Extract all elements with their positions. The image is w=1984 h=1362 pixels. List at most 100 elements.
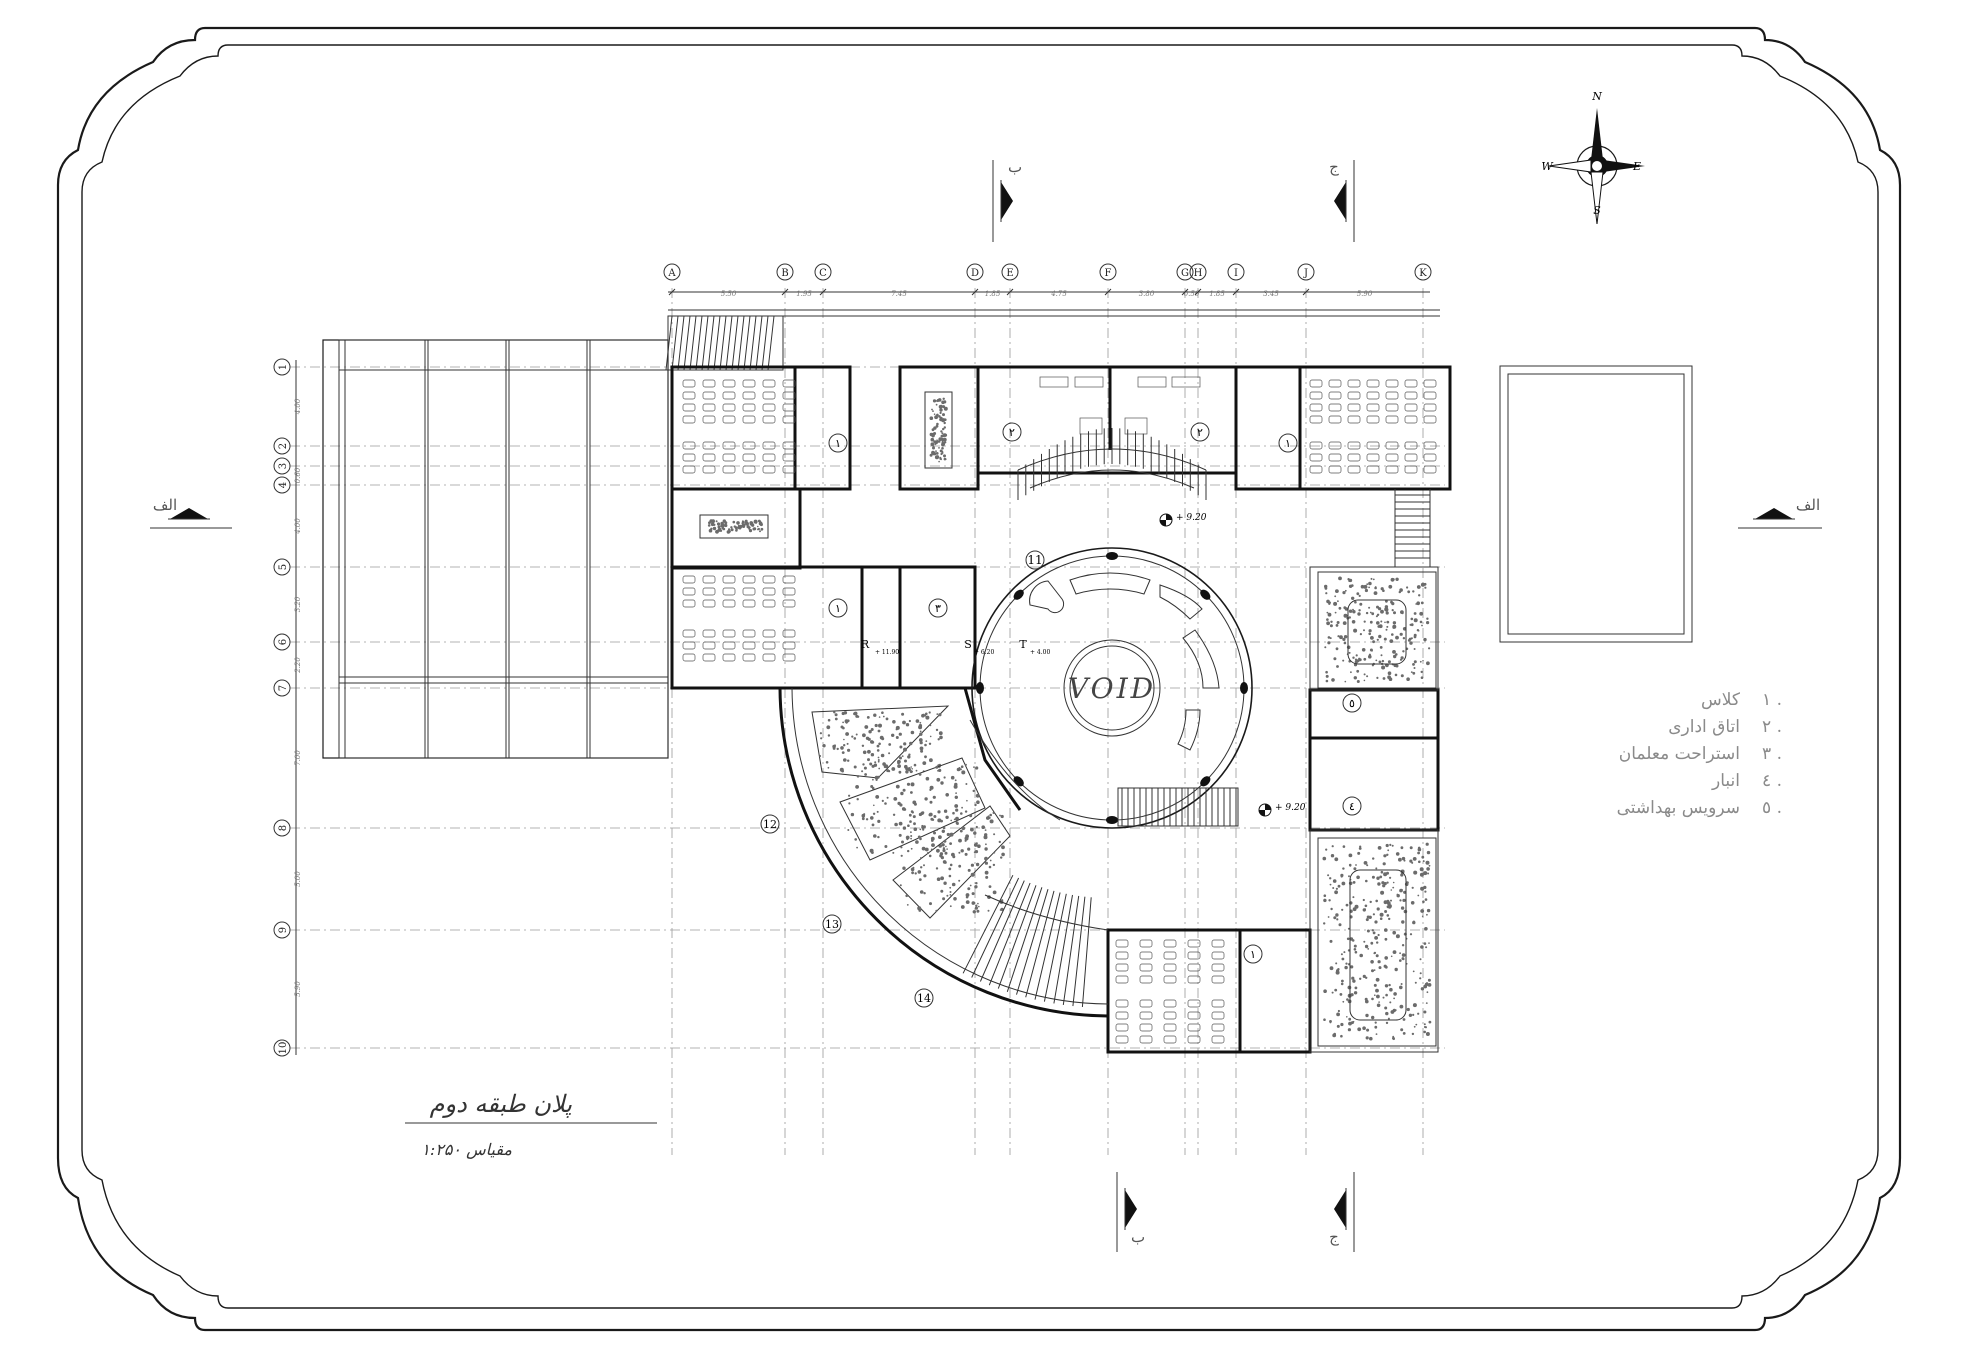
plant-dot bbox=[912, 866, 915, 869]
planter-outline bbox=[839, 757, 986, 861]
plant-dot bbox=[871, 786, 875, 790]
plant-dot bbox=[1418, 860, 1421, 864]
plant-dot bbox=[1423, 871, 1428, 876]
plant-dot bbox=[1376, 941, 1379, 944]
plant-dot bbox=[1401, 920, 1405, 924]
plant-dot bbox=[945, 815, 949, 819]
plant-dot bbox=[855, 733, 858, 736]
plant-dot bbox=[899, 756, 902, 760]
plant-dot bbox=[1412, 590, 1415, 593]
plant-dot bbox=[1375, 899, 1378, 903]
legend-label: اتاق اداری bbox=[1668, 717, 1740, 737]
plant-dot bbox=[1349, 937, 1354, 941]
row-bubble-label: 8 bbox=[278, 825, 289, 831]
plant-dot bbox=[919, 890, 924, 894]
callout-14-label: 14 bbox=[917, 992, 931, 1005]
plant-dot bbox=[908, 719, 912, 723]
desk bbox=[782, 653, 796, 662]
column-bubble-label: I bbox=[1234, 268, 1238, 279]
plant-dot bbox=[1388, 905, 1392, 909]
plant-dot bbox=[923, 864, 925, 867]
plant-dot bbox=[848, 802, 851, 805]
plant-dot bbox=[866, 716, 870, 719]
desk bbox=[1139, 999, 1153, 1008]
desk bbox=[1163, 999, 1177, 1008]
desk bbox=[682, 441, 696, 450]
plant-dot bbox=[925, 740, 928, 742]
plant-dot bbox=[949, 886, 952, 889]
plant-dot bbox=[1374, 920, 1378, 924]
plant-dot bbox=[845, 721, 848, 724]
plant-dot bbox=[1376, 907, 1380, 911]
plant-dot bbox=[864, 725, 869, 729]
column-bubble-circle bbox=[1414, 263, 1432, 281]
plant-dot bbox=[1426, 617, 1429, 620]
plant-dot bbox=[1413, 1025, 1416, 1028]
plant-dot bbox=[1380, 587, 1384, 591]
row-dimension-label: 0.60 bbox=[294, 467, 302, 483]
plant-dot bbox=[1419, 872, 1424, 877]
plant-dot bbox=[1366, 1028, 1370, 1032]
plant-dot bbox=[907, 768, 912, 772]
desk bbox=[1211, 951, 1225, 960]
plant-dot bbox=[1375, 977, 1380, 982]
plant-dot bbox=[875, 795, 880, 799]
plant-dot bbox=[1322, 856, 1327, 861]
row-dimension-label: 2.20 bbox=[294, 657, 302, 674]
planter-west bbox=[699, 514, 769, 539]
plant-dot bbox=[834, 717, 838, 721]
plant-dot bbox=[759, 530, 761, 533]
plant-dot bbox=[867, 758, 870, 762]
plant-dot bbox=[884, 845, 888, 848]
plant-dot bbox=[955, 792, 957, 794]
plant-dot bbox=[1377, 846, 1382, 850]
planter-outline bbox=[892, 805, 1011, 919]
room-tag-office-1-label: ٢ bbox=[1009, 426, 1015, 439]
plant-dot bbox=[869, 848, 874, 853]
plant-dot bbox=[1392, 930, 1396, 935]
plant-dot bbox=[935, 765, 939, 769]
desk bbox=[742, 629, 756, 638]
desk bbox=[1347, 465, 1361, 474]
plant-dot bbox=[922, 761, 927, 765]
plant-dot bbox=[878, 742, 881, 746]
desk bbox=[1309, 441, 1323, 450]
office-shelf bbox=[1171, 376, 1201, 388]
plant-dot bbox=[939, 456, 942, 459]
plant-dot bbox=[853, 737, 857, 740]
plant-dot bbox=[1373, 983, 1377, 987]
desk bbox=[742, 441, 756, 450]
plant-dot bbox=[1352, 896, 1355, 899]
desk bbox=[722, 391, 736, 400]
column-dimension-label: 3.80 bbox=[1139, 290, 1155, 298]
plant-dot bbox=[1406, 677, 1410, 681]
room-tag-class-2-label: ١ bbox=[1285, 437, 1291, 450]
desk bbox=[1423, 415, 1437, 424]
plant-dot bbox=[974, 906, 979, 910]
plant-dot bbox=[1388, 677, 1393, 681]
room-tag-office-2-label: ٢ bbox=[1197, 426, 1203, 439]
plant-dot bbox=[1363, 629, 1365, 632]
column-bubble-circle bbox=[966, 263, 984, 281]
plant-dot bbox=[933, 831, 936, 835]
plant-dot bbox=[726, 530, 731, 534]
plant-dot bbox=[1378, 607, 1382, 611]
plant-dot bbox=[1342, 659, 1345, 662]
plant-dot bbox=[940, 889, 944, 893]
plant-dot bbox=[902, 720, 906, 725]
plant-dot bbox=[1001, 899, 1004, 902]
plant-dot bbox=[1392, 886, 1395, 889]
plant-dot bbox=[943, 454, 946, 458]
plant-dot bbox=[943, 839, 947, 843]
plant-dot bbox=[1336, 665, 1339, 668]
plant-dot bbox=[876, 744, 880, 748]
plant-dot bbox=[895, 784, 900, 789]
plant-dot bbox=[956, 822, 959, 825]
plant-dot bbox=[832, 747, 836, 750]
planter-east-upper bbox=[1317, 571, 1437, 689]
plant-dot bbox=[822, 744, 826, 748]
plant-dot bbox=[1399, 1004, 1404, 1009]
plant-dot bbox=[1410, 671, 1413, 673]
plant-dot bbox=[1339, 993, 1343, 996]
